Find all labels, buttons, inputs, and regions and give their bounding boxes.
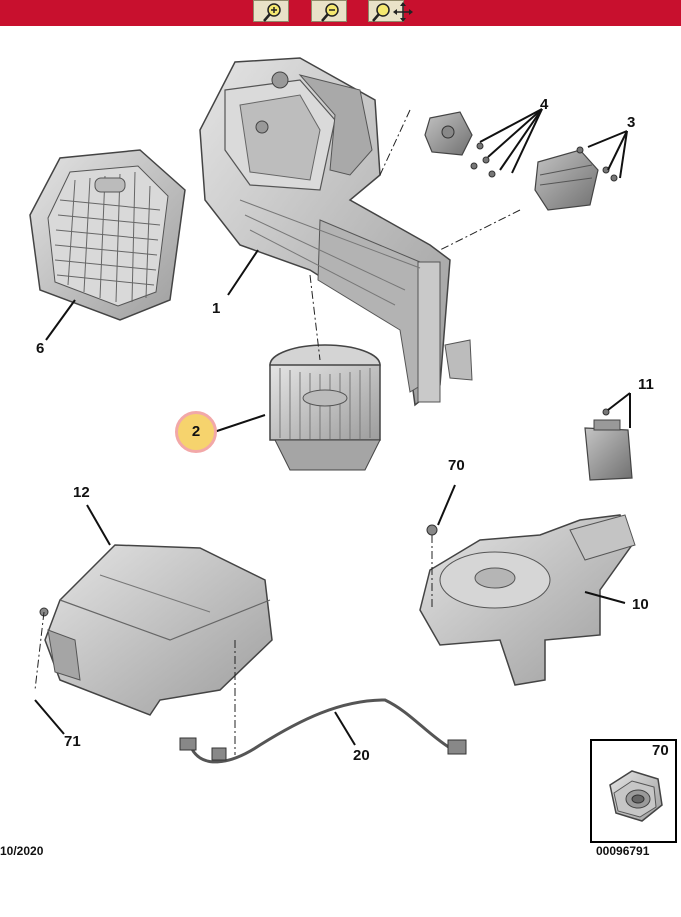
part-20-wiring-harness (179, 698, 467, 764)
callout-11[interactable]: 11 (638, 376, 654, 393)
part-1-heater-housing (199, 57, 473, 407)
parts-diagram (29, 57, 636, 764)
zoom-out-icon (321, 3, 339, 22)
callout-2: 2 (191, 423, 201, 440)
alignment-lines (34, 109, 521, 755)
inset-part-70[interactable]: 70 (590, 739, 677, 843)
zoom-in-button[interactable] (253, 0, 289, 22)
callout-3[interactable]: 3 (627, 114, 636, 131)
part-12-cover (39, 544, 273, 716)
callout-2-highlight[interactable]: 2 (175, 411, 217, 453)
pan-zoom-icon (372, 2, 413, 22)
callout-1[interactable]: 1 (212, 300, 221, 317)
callout-10[interactable]: 10 (632, 596, 649, 613)
inset-callout-70: 70 (652, 742, 669, 759)
leader-lines (34, 108, 631, 746)
callout-70[interactable]: 70 (448, 457, 465, 474)
top-toolbar (0, 0, 681, 26)
callout-20[interactable]: 20 (353, 747, 370, 764)
part-11-control-module (584, 408, 633, 481)
part-10-blower-housing (419, 514, 636, 686)
zoom-out-button[interactable] (311, 0, 347, 22)
part-4-actuator (424, 111, 496, 178)
zoom-in-icon (263, 3, 281, 22)
callout-12[interactable]: 12 (73, 484, 90, 501)
part-2-blower-motor (269, 344, 381, 471)
nut-icon (609, 770, 663, 822)
diagram-reference: 00096791 (596, 844, 650, 858)
part-3-resistor-module (534, 146, 618, 211)
callout-6[interactable]: 6 (36, 340, 45, 357)
part-6-filter-housing (29, 149, 186, 321)
date-label: 10/2020 (0, 844, 44, 858)
callout-4[interactable]: 4 (540, 96, 549, 113)
pan-zoom-button[interactable] (368, 0, 413, 22)
callout-71[interactable]: 71 (64, 733, 81, 750)
